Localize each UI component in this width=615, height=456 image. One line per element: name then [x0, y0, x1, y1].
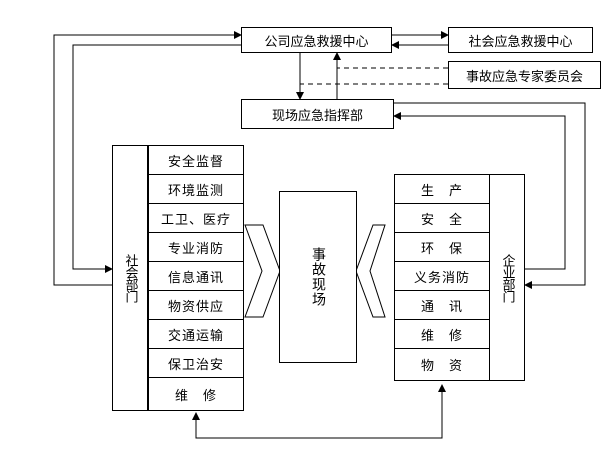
social-dept-item: 环境监测 [148, 174, 244, 204]
right-chevron-arrow [355, 224, 386, 318]
company-emergency-center: 公司应急救援中心 [241, 27, 392, 53]
left-chevron-arrow [244, 224, 281, 318]
social-dept-item: 保卫治安 [148, 348, 244, 378]
social-departments-title: 社会部门 [112, 145, 148, 411]
social-emergency-center: 社会应急救援中心 [448, 27, 593, 53]
social-dept-item: 交通运输 [148, 319, 244, 349]
arrow-command-to-enterprise [394, 102, 586, 289]
enterprise-dept-item: 义务消防 [394, 261, 490, 291]
enterprise-dept-item: 通 讯 [394, 290, 490, 320]
social-dept-item: 维 修 [148, 377, 244, 411]
onsite-command: 现场应急指挥部 [241, 99, 394, 129]
accident-scene: 事故现场 [279, 191, 357, 363]
enterprise-dept-item: 环 保 [394, 232, 490, 262]
enterprise-dept-item: 生 产 [394, 174, 490, 204]
social-dept-item: 信息通讯 [148, 261, 244, 291]
arrow-social-dept-to-company [53, 31, 242, 286]
arrow-enterprise-to-command [393, 112, 566, 270]
social-dept-item: 安全监督 [148, 145, 244, 175]
social-dept-item: 物资供应 [148, 290, 244, 320]
enterprise-departments-title: 企业部门 [489, 174, 525, 381]
enterprise-dept-item: 维 修 [394, 319, 490, 349]
enterprise-dept-item: 物 资 [394, 348, 490, 381]
social-dept-item: 工卫、医疗 [148, 203, 244, 233]
arrow-company-to-social-dept [72, 44, 241, 273]
social-dept-item: 专业消防 [148, 232, 244, 262]
enterprise-dept-item: 安 全 [394, 203, 490, 233]
expert-committee: 事故应急专家委员会 [448, 61, 601, 89]
